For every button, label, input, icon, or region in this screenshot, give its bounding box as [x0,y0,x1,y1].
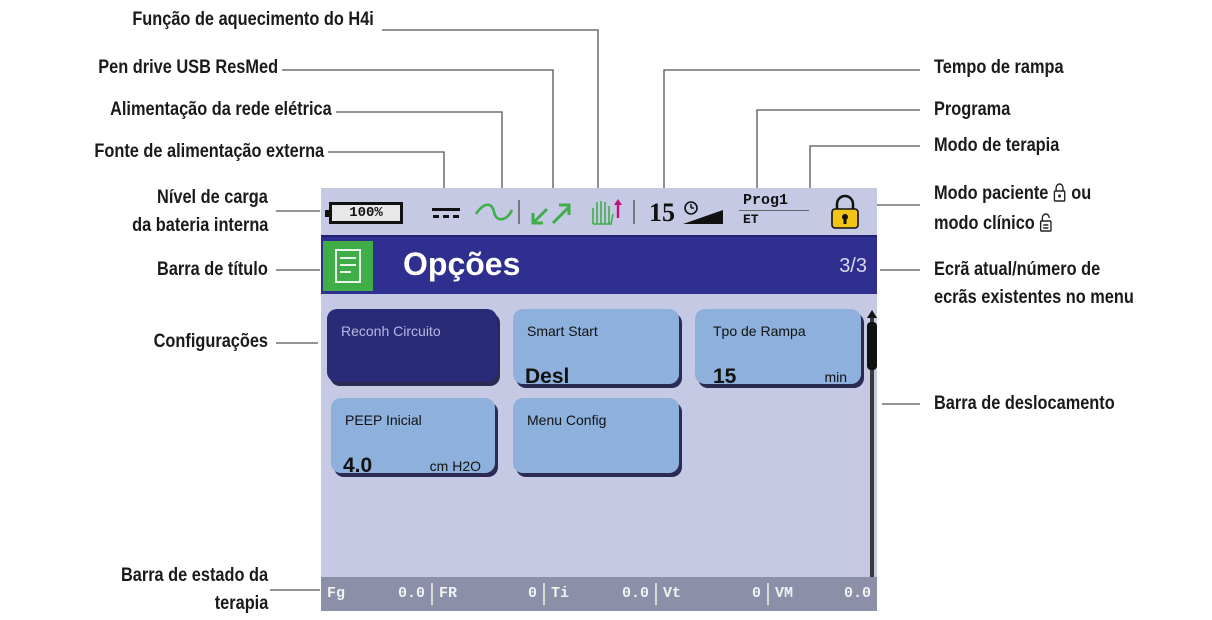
callout-screen-indicator: Ecrã atual/número de [934,259,1101,280]
tile-unit: min [824,369,847,385]
program-underline [739,210,809,211]
title-bar: Opções 3/3 [321,235,877,294]
tile-menu-config[interactable]: Menu Config [513,398,679,473]
dc-power-icon [432,208,460,218]
leader-program [756,109,920,196]
leader-usb [282,69,554,196]
callout-therapy-bar-2: terapia [214,593,268,614]
tile-value: Desl [525,365,570,388]
therapy-separator [431,583,433,605]
callout-heating: Função de aquecimento do H4i [132,9,374,30]
leader-heating [382,29,599,196]
tile-value: 15 [713,365,737,388]
callout-scroll-bar: Barra de deslocamento [934,393,1115,414]
battery-indicator: 100% [325,202,403,224]
tile-smart-start[interactable]: Smart Start Desl [513,309,679,388]
callout-battery-2: da bateria interna [131,215,268,236]
status-separator-2 [633,200,635,224]
leader-ramp [663,69,920,196]
scroll-bar-thumb[interactable] [867,322,877,370]
ramp-value: 15 [649,198,675,227]
callout-screen-indicator-2: ecrãs existentes no menu [934,287,1134,308]
therapy-separator [767,583,769,605]
callout-lock-mode: Modo paciente ou [934,183,1092,204]
callout-mains: Alimentação da rede elétrica [110,99,332,120]
tile-label: Smart Start [527,323,598,339]
callout-therapy-bar: Barra de estado da [120,565,268,586]
tile-label: Reconh Circuito [341,323,441,339]
tile-ramp-time[interactable]: Tpo de Rampa 15 min [695,309,861,388]
therapy-mode-label: ET [743,212,759,227]
lock-closed-small-icon [1053,183,1066,202]
lock-open-small-icon [1040,213,1053,232]
tile-label: PEEP Inicial [345,412,422,428]
device-screen: 100% 15 Prog1 [321,188,877,611]
status-bar: 100% 15 Prog1 [321,188,877,234]
callout-ramp-time: Tempo de rampa [934,57,1064,78]
tile-value: 4.0 [343,454,373,477]
tile-label: Menu Config [527,412,607,428]
callout-battery: Nível de carga [157,187,268,208]
scroll-up-arrow[interactable] [867,310,877,318]
callout-settings: Configurações [153,331,268,352]
page-indicator: 3/3 [839,255,867,277]
callout-program: Programa [934,99,1011,120]
lock-icon [831,194,859,229]
program-label: Prog1 [743,192,789,209]
leader-mains [336,111,503,196]
callout-usb: Pen drive USB ResMed [98,57,278,78]
therapy-separator [655,583,657,605]
tile-label: Tpo de Rampa [713,323,806,339]
page-title: Opções [403,246,521,282]
callout-therapy-mode: Modo de terapia [934,135,1060,156]
usb-icon [531,203,571,225]
callout-lock-mode-2: modo clínico [934,212,1053,236]
scroll-bar-track[interactable] [870,314,874,592]
tile-initial-peep[interactable]: PEEP Inicial 4.0 cm H2O [331,398,495,477]
tile-unit: cm H2O [429,458,481,474]
therapy-separator [543,583,545,605]
callout-title-bar: Barra de título [157,259,268,280]
tile-circuit-recognition[interactable]: Reconh Circuito [327,309,497,382]
status-separator [518,200,520,224]
heating-hand-icon [592,199,622,225]
options-icon [323,241,373,291]
ramp-icon [683,201,723,224]
callout-external-power: Fonte de alimentação externa [94,141,324,162]
ac-mains-icon [474,203,514,221]
